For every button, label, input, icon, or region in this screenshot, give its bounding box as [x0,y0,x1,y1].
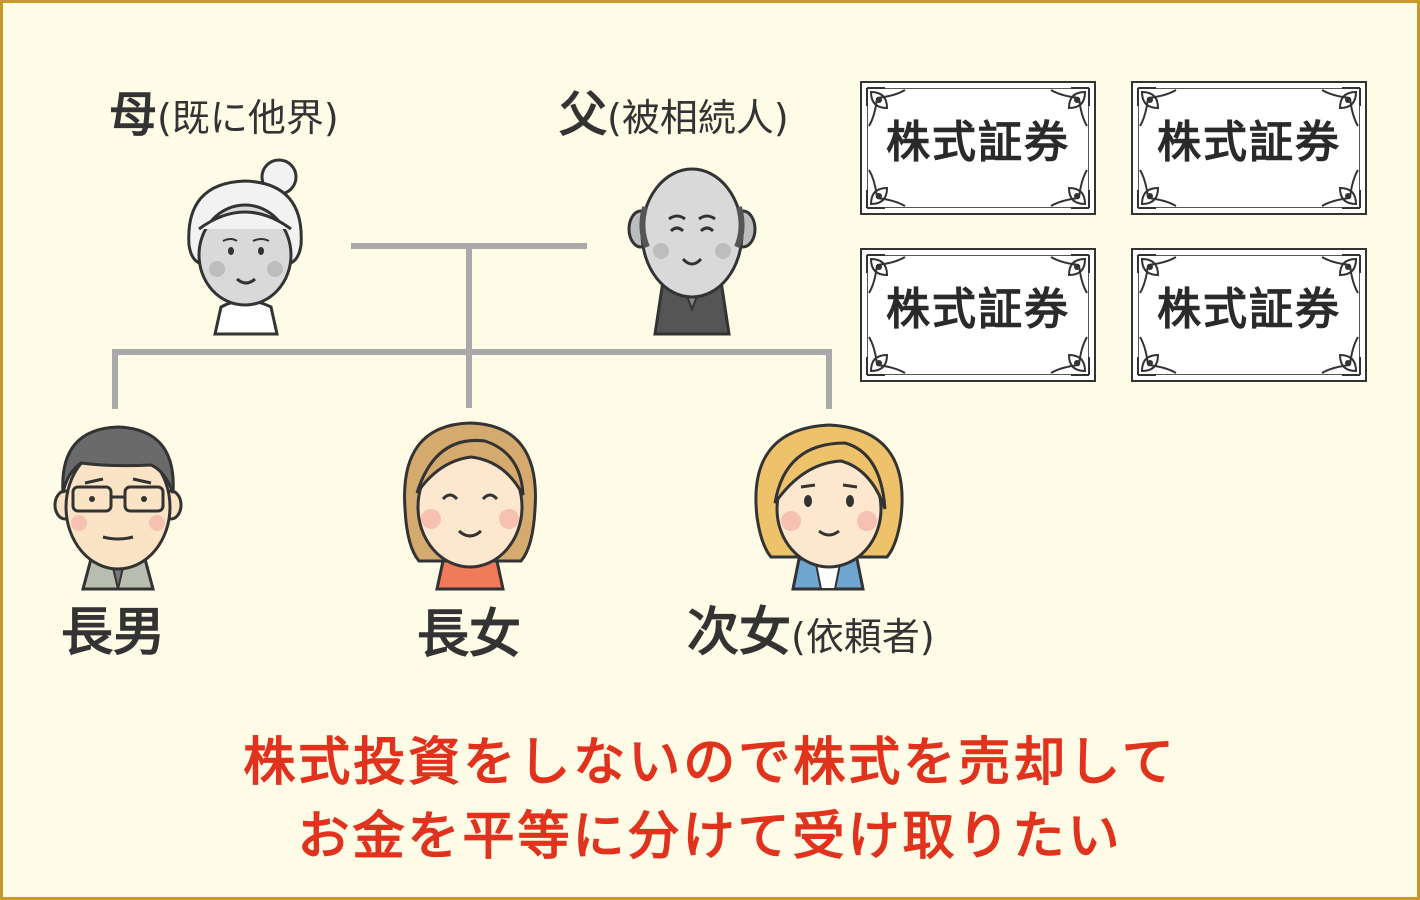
stock-certificate: 株式証券 [1131,81,1367,215]
ornament-icon [1137,336,1177,376]
ornament-icon [1137,254,1177,294]
ornament-icon [1321,254,1361,294]
ornament-icon [1137,87,1177,127]
certificate-label: 株式証券 [886,284,1070,335]
father-illustration [627,167,757,336]
eldest-son-illustration [53,425,183,591]
ornament-icon [1050,336,1090,376]
ornament-icon [866,87,906,127]
children-connector [112,349,832,355]
second-daughter-illustration [754,423,904,591]
stock-certificate: 株式証券 [860,81,1096,215]
drop-second-daughter [826,349,832,409]
certificate-label: 株式証券 [1157,284,1341,335]
certificate-label: 株式証券 [1157,117,1341,168]
ornament-icon [866,169,906,209]
caption-line-2: お金を平等に分けて受け取りたい [297,807,1123,867]
second-daughter-label: 次女(依頼者) [687,607,935,659]
drop-eldest-son [112,349,118,409]
ornament-icon [866,336,906,376]
eldest-daughter-illustration [403,421,537,591]
stock-certificate: 株式証券 [1131,248,1367,382]
ornament-icon [1321,336,1361,376]
father-name: 父 [559,87,608,143]
mother-illustration [187,158,303,336]
ornament-icon [1050,169,1090,209]
eldest-daughter-label: 長女 [417,605,522,665]
ornament-icon [1137,169,1177,209]
ornament-icon [1050,254,1090,294]
ornament-icon [1050,87,1090,127]
ornament-icon [1321,169,1361,209]
certificate-label: 株式証券 [886,117,1070,168]
father-label: 父(被相続人) [559,91,789,139]
second-daughter-name: 次女 [687,603,792,663]
eldest-son-label: 長男 [61,603,166,663]
father-note: (被相続人) [607,96,789,140]
second-daughter-note: (依頼者) [791,615,935,659]
descent-connector [466,246,472,408]
stock-certificate: 株式証券 [860,248,1096,382]
ornament-icon [866,254,906,294]
mother-note: (既に他界) [157,96,339,140]
caption-line-1: 株式投資をしないので株式を売却して [243,733,1177,793]
mother-name: 母 [109,87,158,143]
mother-label: 母(既に他界) [109,91,339,139]
ornament-icon [1321,87,1361,127]
